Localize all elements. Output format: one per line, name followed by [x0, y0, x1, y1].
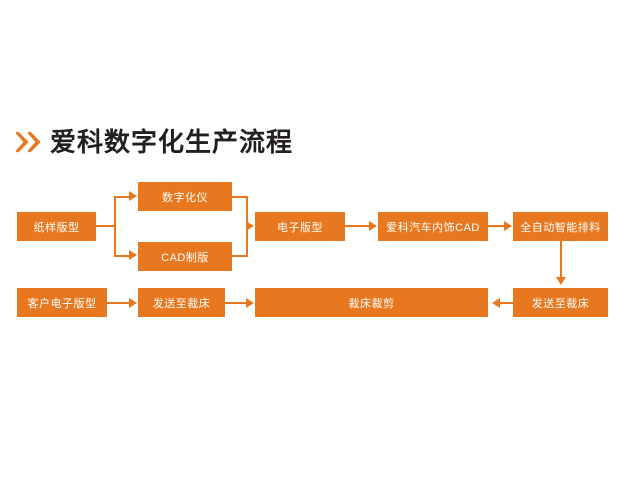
arrow-to-send-right-icon	[556, 277, 566, 285]
connector-digitizer-to-merge	[232, 196, 248, 198]
double-chevron-right-icon	[16, 131, 41, 153]
connector-trunk-to-cad	[114, 255, 130, 257]
node-electronic-pattern[interactable]: 电子版型	[255, 212, 345, 241]
node-cutting[interactable]: 裁床裁剪	[255, 288, 488, 317]
node-customer-pattern[interactable]: 客户电子版型	[17, 288, 107, 317]
node-digitizer[interactable]: 数字化仪	[138, 182, 232, 211]
connector-electronic-to-aikecad	[345, 225, 369, 227]
arrow-to-auto-nesting-icon	[504, 221, 512, 231]
arrow-to-digitizer-icon	[129, 191, 137, 201]
node-label: 客户电子版型	[27, 297, 97, 310]
connector-nesting-to-send	[560, 241, 562, 277]
connector-trunk-to-digitizer	[114, 196, 130, 198]
node-label: 电子版型	[277, 221, 323, 234]
page-title: 爱科数字化生产流程	[50, 127, 294, 157]
arrow-to-cad-icon	[129, 250, 137, 260]
node-send-to-cutter-right[interactable]: 发送至裁床	[513, 288, 608, 317]
page-title-row: 爱科数字化生产流程	[16, 122, 293, 162]
node-label: 发送至裁床	[531, 297, 590, 310]
node-send-to-cutter-left[interactable]: 发送至裁床	[138, 288, 225, 317]
connector-branch-trunk	[114, 196, 116, 256]
arrow-to-send-left-icon	[129, 298, 137, 308]
node-label: 爱科汽车内饰CAD	[386, 221, 480, 234]
connector-sendright-to-cutting	[500, 302, 513, 304]
node-label: 数字化仪	[162, 191, 208, 204]
arrow-to-aike-cad-icon	[369, 221, 377, 231]
arrow-to-electronic-pattern-icon	[246, 221, 254, 231]
node-label: 纸样版型	[33, 221, 80, 234]
arrow-to-cutting-from-right-icon	[492, 298, 500, 308]
node-auto-nesting[interactable]: 全自动智能排料	[513, 212, 608, 241]
node-aike-auto-cad[interactable]: 爱科汽车内饰CAD	[378, 212, 488, 241]
connector-customer-to-sendleft	[107, 302, 129, 304]
arrow-to-cutting-from-left-icon	[246, 298, 254, 308]
node-label: 发送至裁床	[152, 297, 211, 310]
connector-aikecad-to-nesting	[488, 225, 504, 227]
connector-paper-to-trunk	[96, 225, 116, 227]
connector-sendleft-to-cutting	[225, 302, 247, 304]
node-label: CAD制版	[161, 251, 209, 264]
node-label: 全自动智能排料	[520, 221, 601, 234]
connector-cad-to-merge	[232, 255, 248, 257]
node-cad-pattern-making[interactable]: CAD制版	[138, 242, 232, 271]
node-label: 裁床裁剪	[348, 297, 395, 310]
node-paper-pattern[interactable]: 纸样版型	[17, 212, 96, 241]
